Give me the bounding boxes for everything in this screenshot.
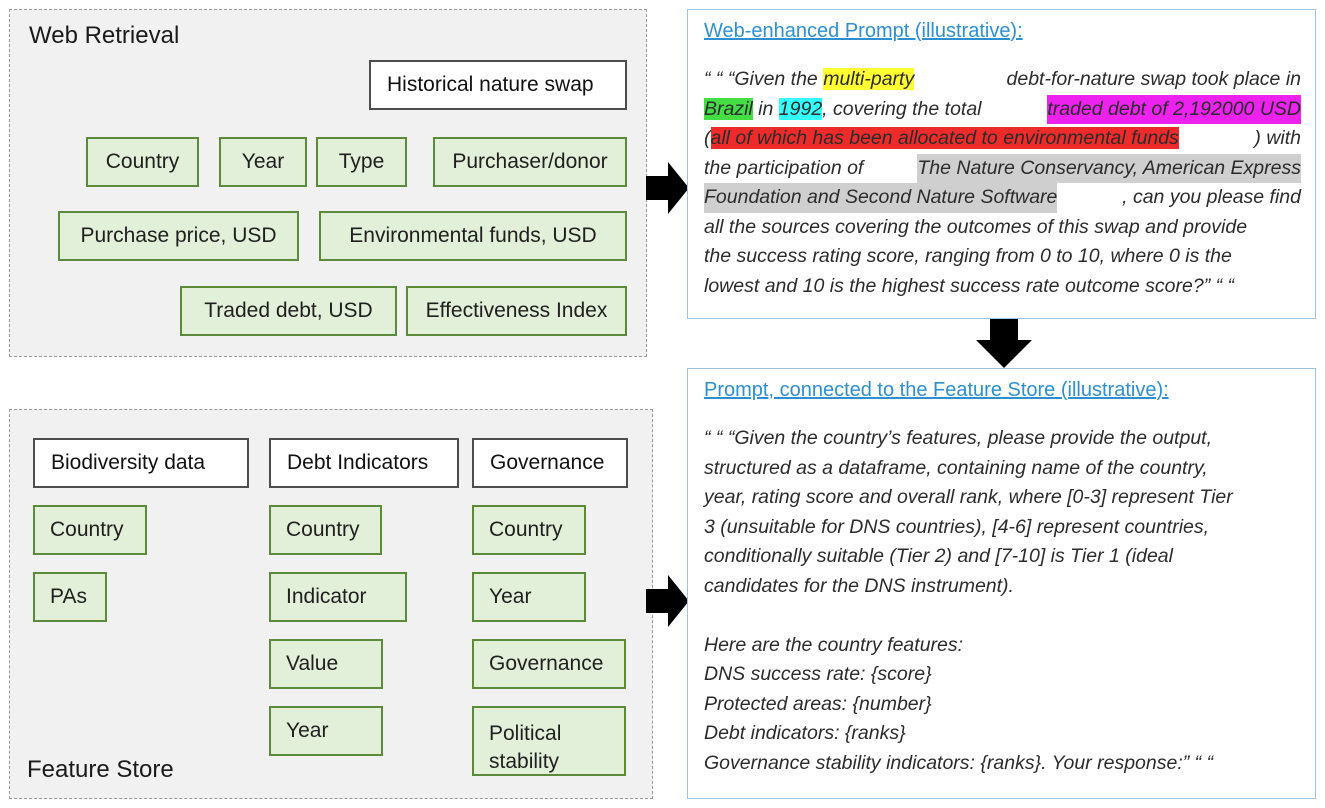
web-retrieval-title: Web Retrieval [29,22,180,49]
field-traded-debt: Traded debt, USD [180,286,397,336]
historical-swap-header: Historical nature swap [369,60,627,110]
highlight-year: 1992 [778,97,823,120]
governance-item-year: Year [472,572,586,622]
feature-store-panel: Feature Store Biodiversity data Country … [9,409,653,799]
web-enhanced-prompt-box: Web-enhanced Prompt (illustrative): “ “ … [687,9,1316,319]
feature-store-title: Feature Store [27,756,174,783]
feature-store-prompt-box: Prompt, connected to the Feature Store (… [687,368,1316,799]
feature-line: Protected areas: {number} [704,692,932,715]
debt-item-year: Year [269,706,383,756]
web-retrieval-panel: Web Retrieval Historical nature swap Cou… [9,9,647,357]
highlight-traded-debt: traded debt of 2,192000 USD [1047,94,1301,124]
arrow-right-icon [646,162,689,214]
highlight-participants-2: Foundation and Second Nature Software [704,183,1058,213]
feature-store-prompt-text: “ “ “Given the country’s features, pleas… [704,424,1301,778]
governance-item-country: Country [472,505,586,555]
highlight-country: Brazil [704,97,753,120]
highlight-participants-1: The Nature Conservancy, American Express [917,153,1301,183]
governance-header: Governance [472,438,628,488]
debt-item-country: Country [269,505,382,555]
governance-item-political-stability: Political stability [472,706,626,776]
feature-line: Governance stability indicators: {ranks}… [704,751,1214,774]
field-effectiveness-index: Effectiveness Index [406,286,627,336]
arrow-down-icon [976,318,1032,368]
web-enhanced-prompt-text: “ “ “Given the multi-party debt-for-natu… [704,68,1301,297]
field-year: Year [219,137,307,187]
feature-line: DNS success rate: {score} [704,663,932,685]
governance-item-governance: Governance [472,639,626,689]
field-type: Type [316,137,407,187]
biodiversity-item-country: Country [33,505,147,555]
web-enhanced-prompt-title: Web-enhanced Prompt (illustrative): [704,20,1023,42]
debt-item-value: Value [269,639,383,689]
debt-indicators-header: Debt Indicators [269,438,459,488]
highlight-swap-type: multi-party [823,68,915,90]
highlight-environmental-funds: all of which has been allocated to envir… [710,127,1179,149]
features-intro: Here are the country features: [704,633,964,656]
field-country: Country [86,137,199,187]
debt-item-indicator: Indicator [269,572,407,622]
arrow-right-icon [646,575,689,627]
field-purchase-price: Purchase price, USD [58,211,299,261]
biodiversity-item-pas: PAs [33,572,107,622]
feature-store-prompt-title: Prompt, connected to the Feature Store (… [704,379,1169,401]
feature-line: Debt indicators: {ranks} [704,722,906,744]
field-purchaser-donor: Purchaser/donor [433,137,627,187]
biodiversity-data-header: Biodiversity data [33,438,249,488]
field-environmental-funds: Environmental funds, USD [319,211,627,261]
